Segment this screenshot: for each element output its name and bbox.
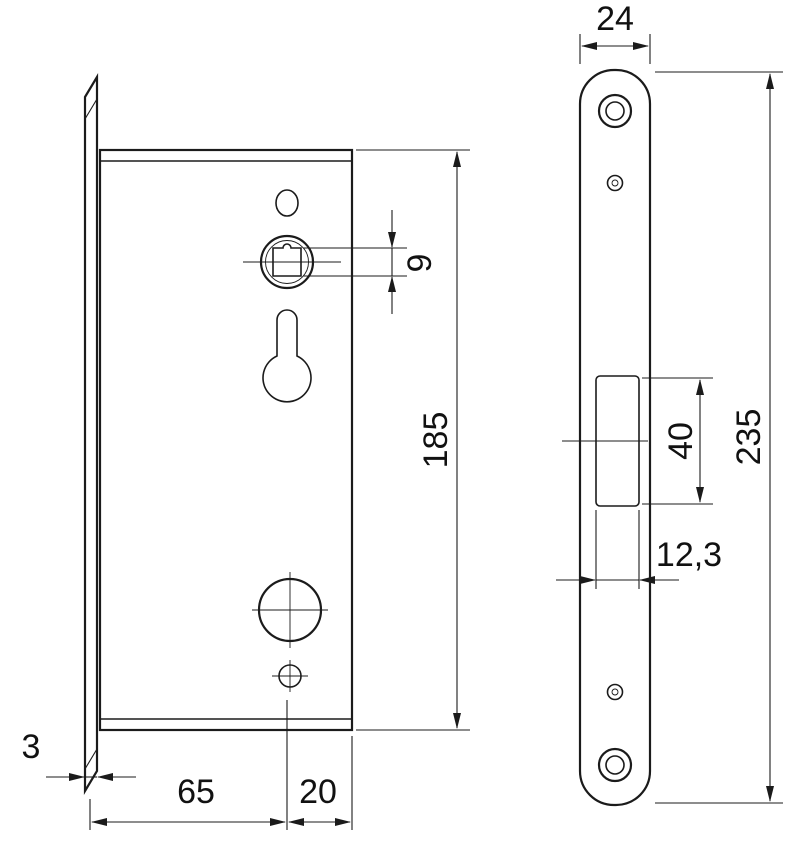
screw-hole-top [597, 93, 633, 129]
pin-hole-upper-outer [606, 174, 624, 192]
follower-inner-circle [265, 240, 309, 284]
faceplate-edge-chamfer-bottom [84, 748, 98, 770]
faceplate-edge [83, 73, 99, 795]
pin-hole-upper [606, 174, 624, 192]
faceplate-edge-chamfer-top [84, 98, 98, 120]
dimension-faceplate-width: 24 [579, 0, 651, 64]
screw-hole-top-outer [597, 93, 633, 129]
dim-label-case-height: 185 [417, 412, 455, 469]
pin-hole-lower [606, 683, 624, 701]
dimension-latch-width: 12,3 [556, 510, 722, 589]
dim-label-faceplate-thickness: 3 [22, 728, 41, 766]
screw-hole-bottom-inner [605, 755, 625, 775]
dimension-faceplate-thickness: 3 [22, 728, 136, 781]
lock-case-outline [98, 148, 354, 732]
fixing-hole-top [275, 189, 299, 217]
spindle-square-hole [272, 243, 302, 277]
faceplate-front-outline [578, 68, 652, 807]
pin-hole-lower-outer [606, 683, 624, 701]
faceplate-edge-outline [83, 73, 99, 795]
dim-label-spindle-square: 9 [401, 254, 439, 273]
dimension-latch-height: 40 [642, 377, 713, 505]
dimension-faceplate-height: 235 [655, 71, 783, 804]
pin-hole-lower-inner [611, 688, 619, 696]
pin-hole [272, 660, 308, 692]
screw-hole-bottom-outer [597, 747, 633, 783]
spindle-follower [243, 234, 341, 290]
screw-hole-bottom [597, 747, 633, 783]
dim-label-latch-height: 40 [662, 422, 700, 460]
dim-label-case-projection: 20 [299, 773, 337, 811]
dim-label-faceplate-width: 24 [596, 0, 634, 38]
latch-cutout [562, 375, 648, 507]
dimension-spindle-square: 9 [303, 210, 439, 314]
side-view: 9 185 3 65 20 [22, 73, 470, 830]
pin-hole-upper-inner [611, 179, 619, 187]
follower-outer-circle [259, 234, 315, 290]
lock-case [98, 148, 354, 732]
dimension-backset: 65 20 [89, 700, 353, 830]
cylinder-hole [252, 572, 328, 648]
dim-label-backset: 65 [177, 773, 215, 811]
dimension-case-height: 185 [356, 149, 470, 731]
dim-label-latch-width: 12,3 [656, 536, 722, 574]
dim-label-faceplate-height: 235 [730, 409, 768, 466]
screw-hole-top-inner [605, 101, 625, 121]
front-view: 24 235 40 12,3 [556, 0, 783, 807]
keyhole [262, 309, 312, 403]
